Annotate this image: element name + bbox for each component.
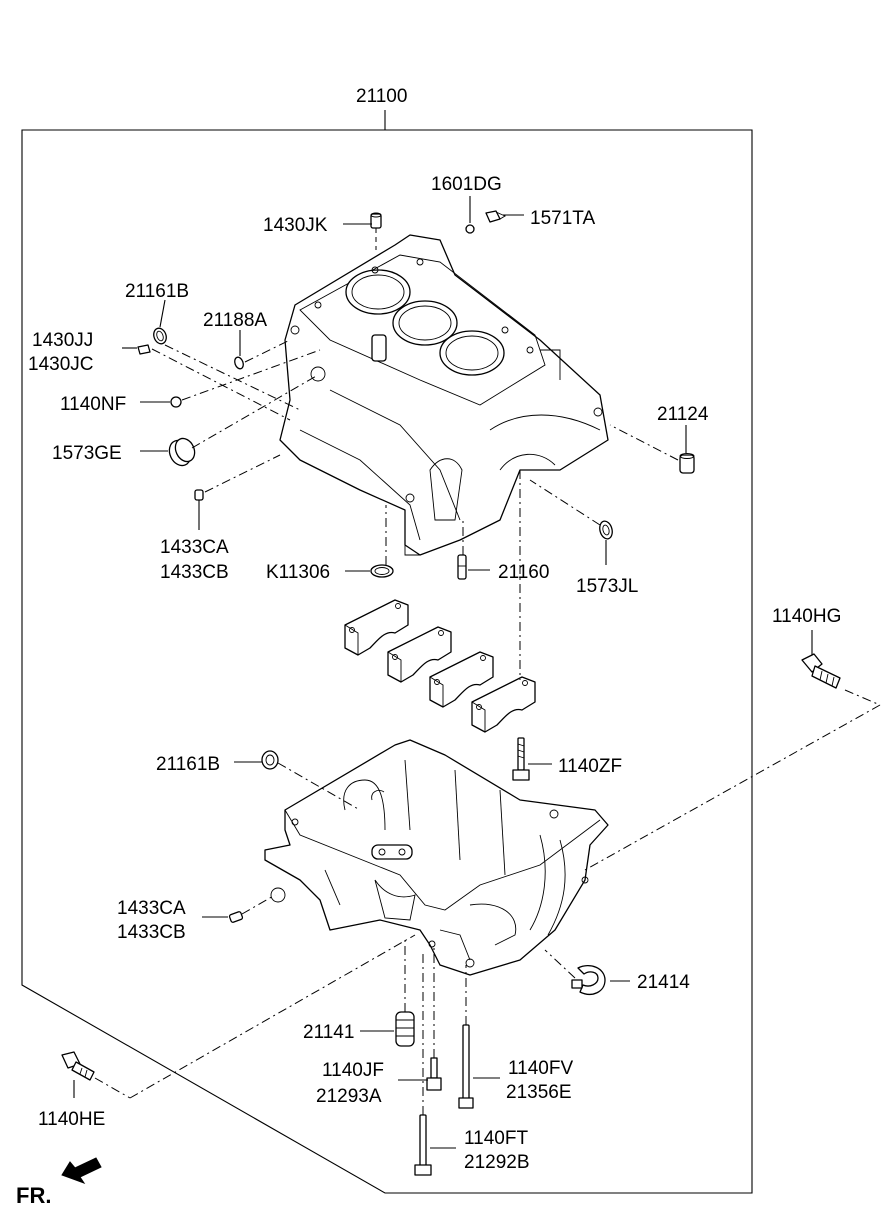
label-1140FT: 1140FT — [464, 1128, 528, 1149]
bearing-cap-3[interactable] — [429, 651, 494, 708]
clip-21414[interactable] — [571, 965, 606, 995]
bolt-1140HE[interactable] — [61, 1051, 95, 1081]
label-1140NF: 1140NF — [60, 394, 126, 415]
label-K11306: K11306 — [266, 562, 330, 583]
label-21356E: 21356E — [506, 1082, 572, 1103]
label-21141: 21141 — [303, 1022, 354, 1043]
seal-21188A[interactable] — [233, 356, 245, 370]
label-1433CB-lower: 1433CB — [117, 922, 186, 943]
dowel-21124[interactable] — [679, 453, 695, 474]
label-21188A: 21188A — [203, 310, 267, 331]
label-21160: 21160 — [498, 562, 549, 583]
bearing-cap-1[interactable] — [344, 599, 409, 656]
plug-1140NF[interactable] — [170, 396, 182, 408]
o-ring-1573JL[interactable] — [598, 520, 614, 540]
pin-21160[interactable] — [457, 554, 467, 580]
bolt-1140ZF[interactable] — [512, 737, 530, 781]
label-1433CA-lower: 1433CA — [117, 898, 186, 919]
bearing-cap-2[interactable] — [387, 626, 452, 683]
label-21100: 21100 — [356, 86, 407, 107]
plug-1571TA[interactable] — [485, 210, 506, 223]
label-1601DG: 1601DG — [431, 174, 502, 195]
label-21161B-lower: 21161B — [156, 754, 220, 775]
label-21124: 21124 — [657, 404, 709, 425]
bolt-1140FV[interactable] — [458, 1024, 474, 1109]
label-1433CB-upper: 1433CB — [160, 562, 229, 583]
front-direction-indicator: FR. — [16, 1157, 102, 1208]
o-ring-21161B-upper[interactable] — [152, 326, 169, 345]
bearing-cap-4[interactable] — [471, 676, 536, 733]
label-1430JK: 1430JK — [263, 215, 328, 236]
dowel-pin-1430JK[interactable] — [370, 212, 382, 229]
part-labels: 21100 1601DG 1430JK 1571TA 21161B 21188A… — [28, 86, 841, 1173]
label-1430JC: 1430JC — [28, 354, 94, 375]
pin-1430JJ[interactable] — [137, 344, 151, 355]
plug-1601DG[interactable] — [465, 224, 475, 234]
front-arrow-icon — [61, 1157, 102, 1184]
label-1140ZF: 1140ZF — [558, 756, 622, 777]
filter-21141[interactable] — [395, 1011, 415, 1047]
leader-lines — [73, 196, 881, 1149]
label-1140HG: 1140HG — [772, 606, 841, 627]
bolt-1140FT[interactable] — [414, 1114, 432, 1176]
label-1433CA-upper: 1433CA — [160, 537, 229, 558]
label-1573GE: 1573GE — [52, 443, 122, 464]
bolt-1140HG[interactable] — [801, 653, 841, 689]
label-1430JJ: 1430JJ — [32, 330, 93, 351]
label-1140FV: 1140FV — [508, 1058, 573, 1079]
label-1140JF: 1140JF — [322, 1060, 384, 1081]
label-1573JL: 1573JL — [576, 576, 638, 597]
seal-1573GE[interactable] — [165, 435, 198, 469]
label-21292B: 21292B — [464, 1152, 530, 1173]
cylinder-block-upper[interactable] — [279, 234, 609, 556]
label-21293A: 21293A — [316, 1086, 382, 1107]
assembly-frame — [21, 110, 753, 1194]
label-21414: 21414 — [637, 972, 690, 993]
pin-1433CA-lower[interactable] — [228, 911, 244, 923]
bolt-1140JF[interactable] — [426, 1057, 442, 1091]
label-1140HE: 1140HE — [38, 1109, 105, 1130]
crankcase-lower[interactable] — [264, 739, 609, 976]
label-1571TA: 1571TA — [530, 208, 595, 229]
label-21161B-upper: 21161B — [125, 281, 189, 302]
ring-K11306[interactable] — [370, 564, 394, 578]
o-ring-21161B-lower[interactable] — [261, 750, 279, 770]
pin-1433CA-upper[interactable] — [194, 489, 204, 501]
front-label: FR. — [16, 1183, 51, 1208]
